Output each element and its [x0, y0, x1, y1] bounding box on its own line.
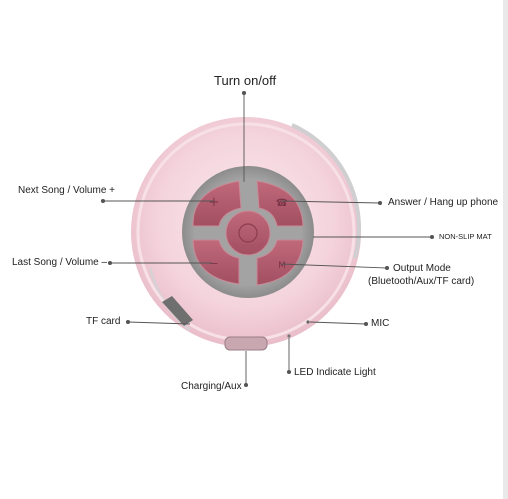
non-slip-mat-label: NON-SLIP MAT [439, 232, 492, 241]
output-mode-detail-label: (Bluetooth/Aux/TF card) [368, 276, 475, 287]
last-song-label: Last Song / Volume – [12, 257, 108, 268]
button-cluster [192, 180, 304, 286]
tf-card-slot [162, 296, 193, 326]
mic-label: MIC [371, 318, 390, 329]
minus-glyph-icon: − [209, 257, 218, 270]
charging-aux-label: Charging/Aux [181, 381, 242, 392]
charging-port [224, 336, 268, 351]
mic-hole [306, 320, 310, 324]
next-song-button[interactable] [192, 180, 242, 227]
answer-call-button[interactable] [256, 180, 304, 227]
answer-phone-label: Answer / Hang up phone [388, 197, 499, 208]
tf-card-label: TF card [86, 316, 121, 327]
output-mode-button[interactable] [256, 239, 304, 286]
page-edge-strip [503, 0, 508, 499]
last-song-button[interactable] [192, 239, 240, 285]
led-light [287, 334, 291, 338]
next-song-label: Next Song / Volume + [18, 185, 116, 196]
phone-glyph-icon: ☎ [276, 198, 288, 209]
power-button[interactable] [225, 210, 271, 256]
led-indicator-label: LED Indicate Light [294, 367, 376, 378]
leader-lines [100, 90, 435, 388]
plus-glyph-icon: + [209, 195, 220, 210]
turn-on-off-label: Turn on/off [214, 73, 277, 88]
output-mode-label: Output Mode [393, 263, 451, 274]
mode-glyph-icon: M [278, 261, 286, 271]
